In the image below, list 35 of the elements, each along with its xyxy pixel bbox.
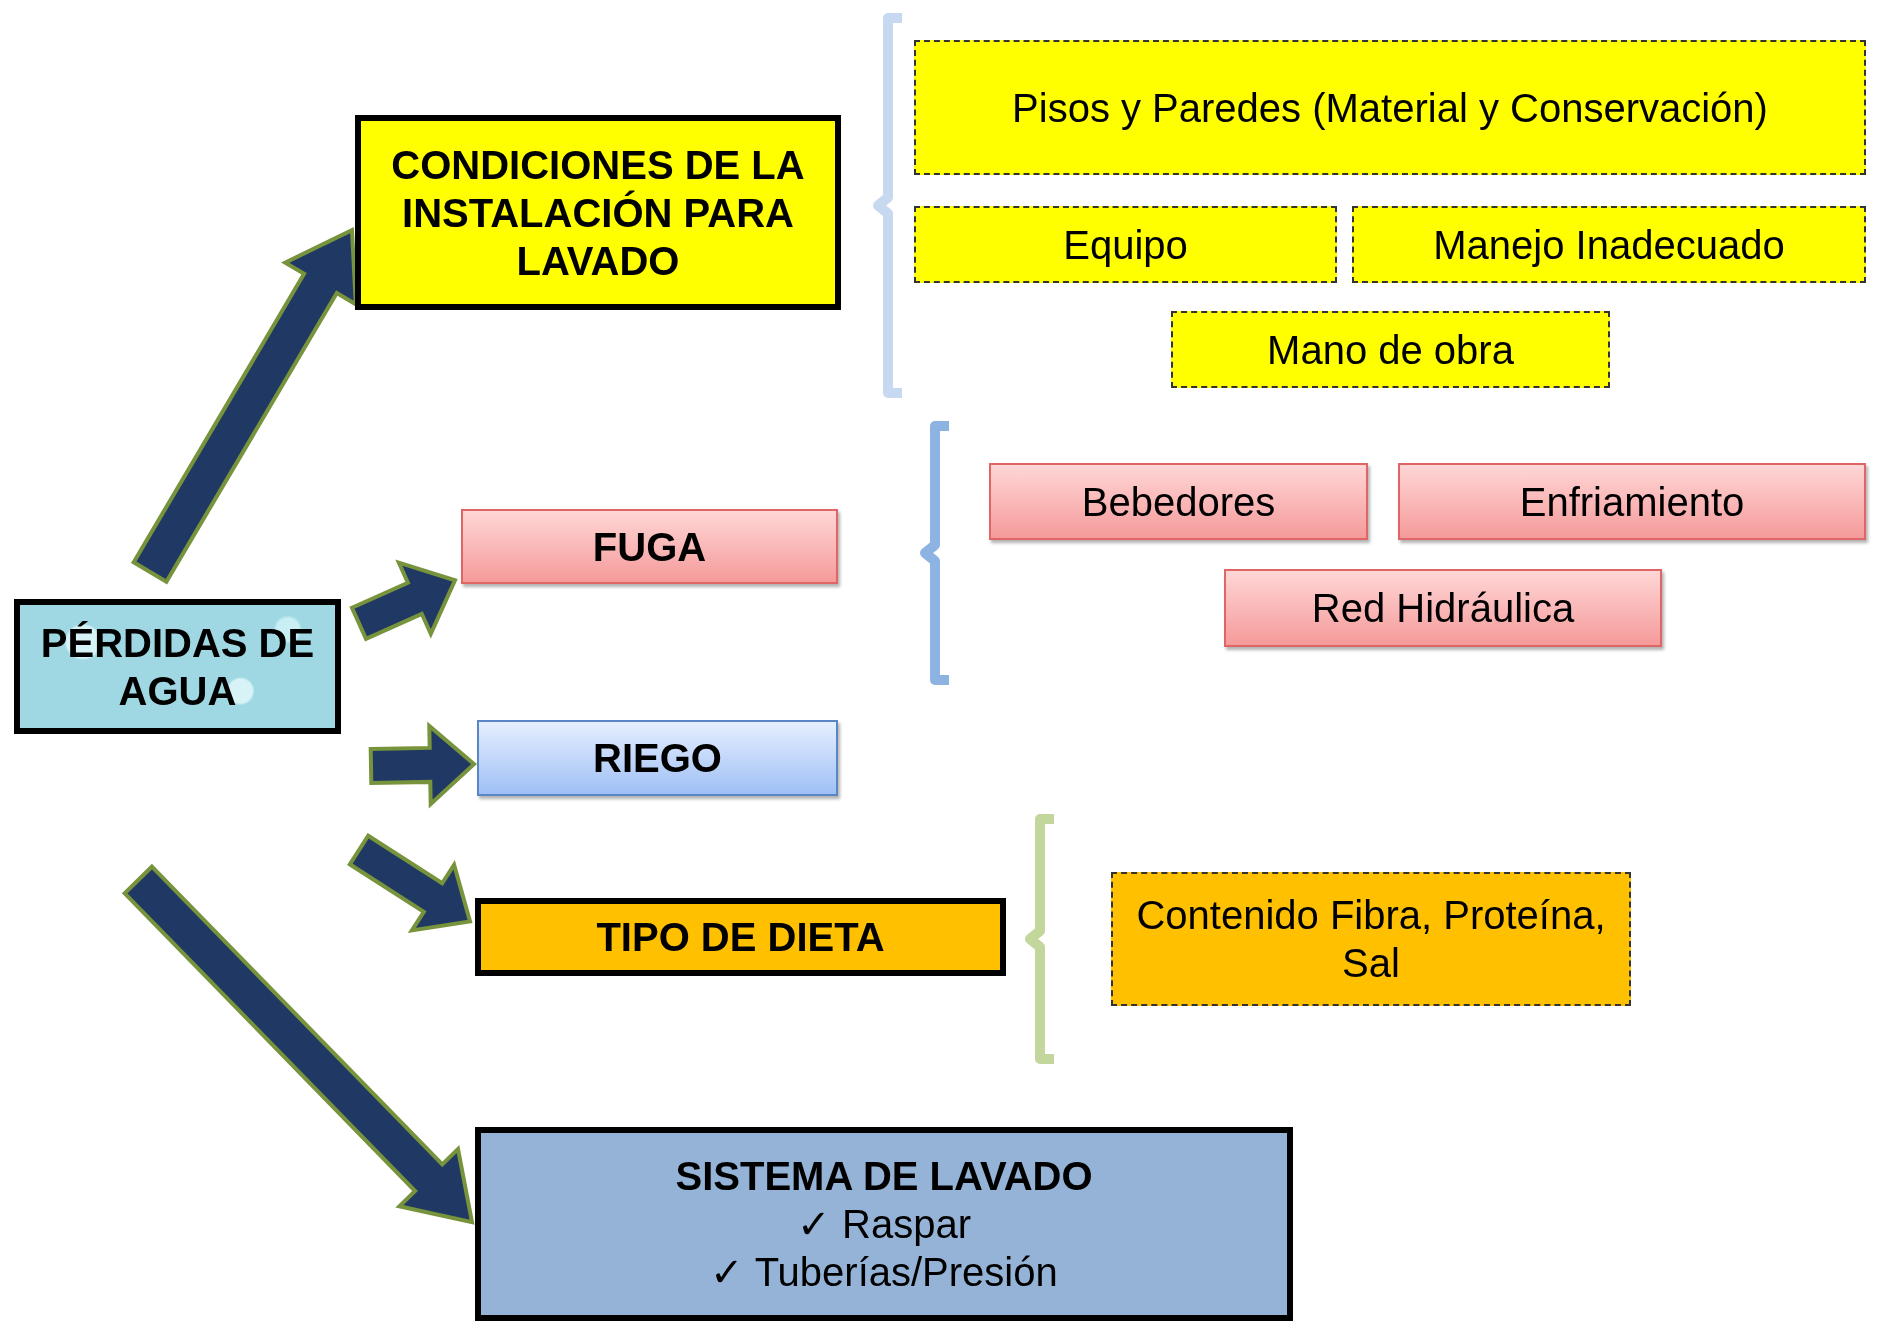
block-arrow <box>130 226 358 585</box>
box-label: TIPO DE DIETA <box>596 914 885 961</box>
box-label: FUGA <box>592 523 707 571</box>
box-label: RIEGO <box>593 735 722 782</box>
block-arrow <box>121 863 475 1225</box>
factor-box <box>914 40 1866 175</box>
factor-box <box>989 463 1368 540</box>
factor-box <box>1171 311 1610 388</box>
box-label: Equipo <box>1063 221 1188 269</box>
factor-box <box>914 206 1337 283</box>
box-label: Bebedores <box>1081 478 1276 526</box>
box-label: Contenido Fibra, Proteína, Sal <box>1135 892 1607 987</box>
factor-box <box>1224 569 1662 647</box>
category-box <box>475 898 1006 976</box>
box-label: Enfriamiento <box>1519 478 1745 526</box>
block-arrow <box>368 721 477 809</box>
box-label: PÉRDIDAS DE AGUA <box>39 619 316 715</box>
box-label: Mano de obra <box>1267 326 1514 374</box>
box-label: Pisos y Paredes (Material y Conservación) <box>1012 84 1768 132</box>
list-item: ✓ Tuberías/Presión <box>710 1249 1058 1296</box>
block-arrow <box>349 559 458 642</box>
factor-box <box>1111 872 1631 1006</box>
category-box <box>475 1127 1293 1321</box>
category-box <box>477 720 838 796</box>
box-label: Manejo Inadecuado <box>1433 221 1785 269</box>
category-box <box>355 115 841 310</box>
block-arrow <box>347 832 473 934</box>
source-box <box>14 599 341 734</box>
list-item: ✓ Raspar <box>796 1201 972 1248</box>
box-label: SISTEMA DE LAVADO <box>675 1153 1093 1200</box>
box-label: Red Hidráulica <box>1311 585 1575 632</box>
factor-box <box>1352 206 1866 283</box>
box-label: CONDICIONES DE LA INSTALACIÓN PARA LAVADO <box>390 141 806 285</box>
category-box <box>461 509 838 584</box>
factor-box <box>1398 463 1866 540</box>
